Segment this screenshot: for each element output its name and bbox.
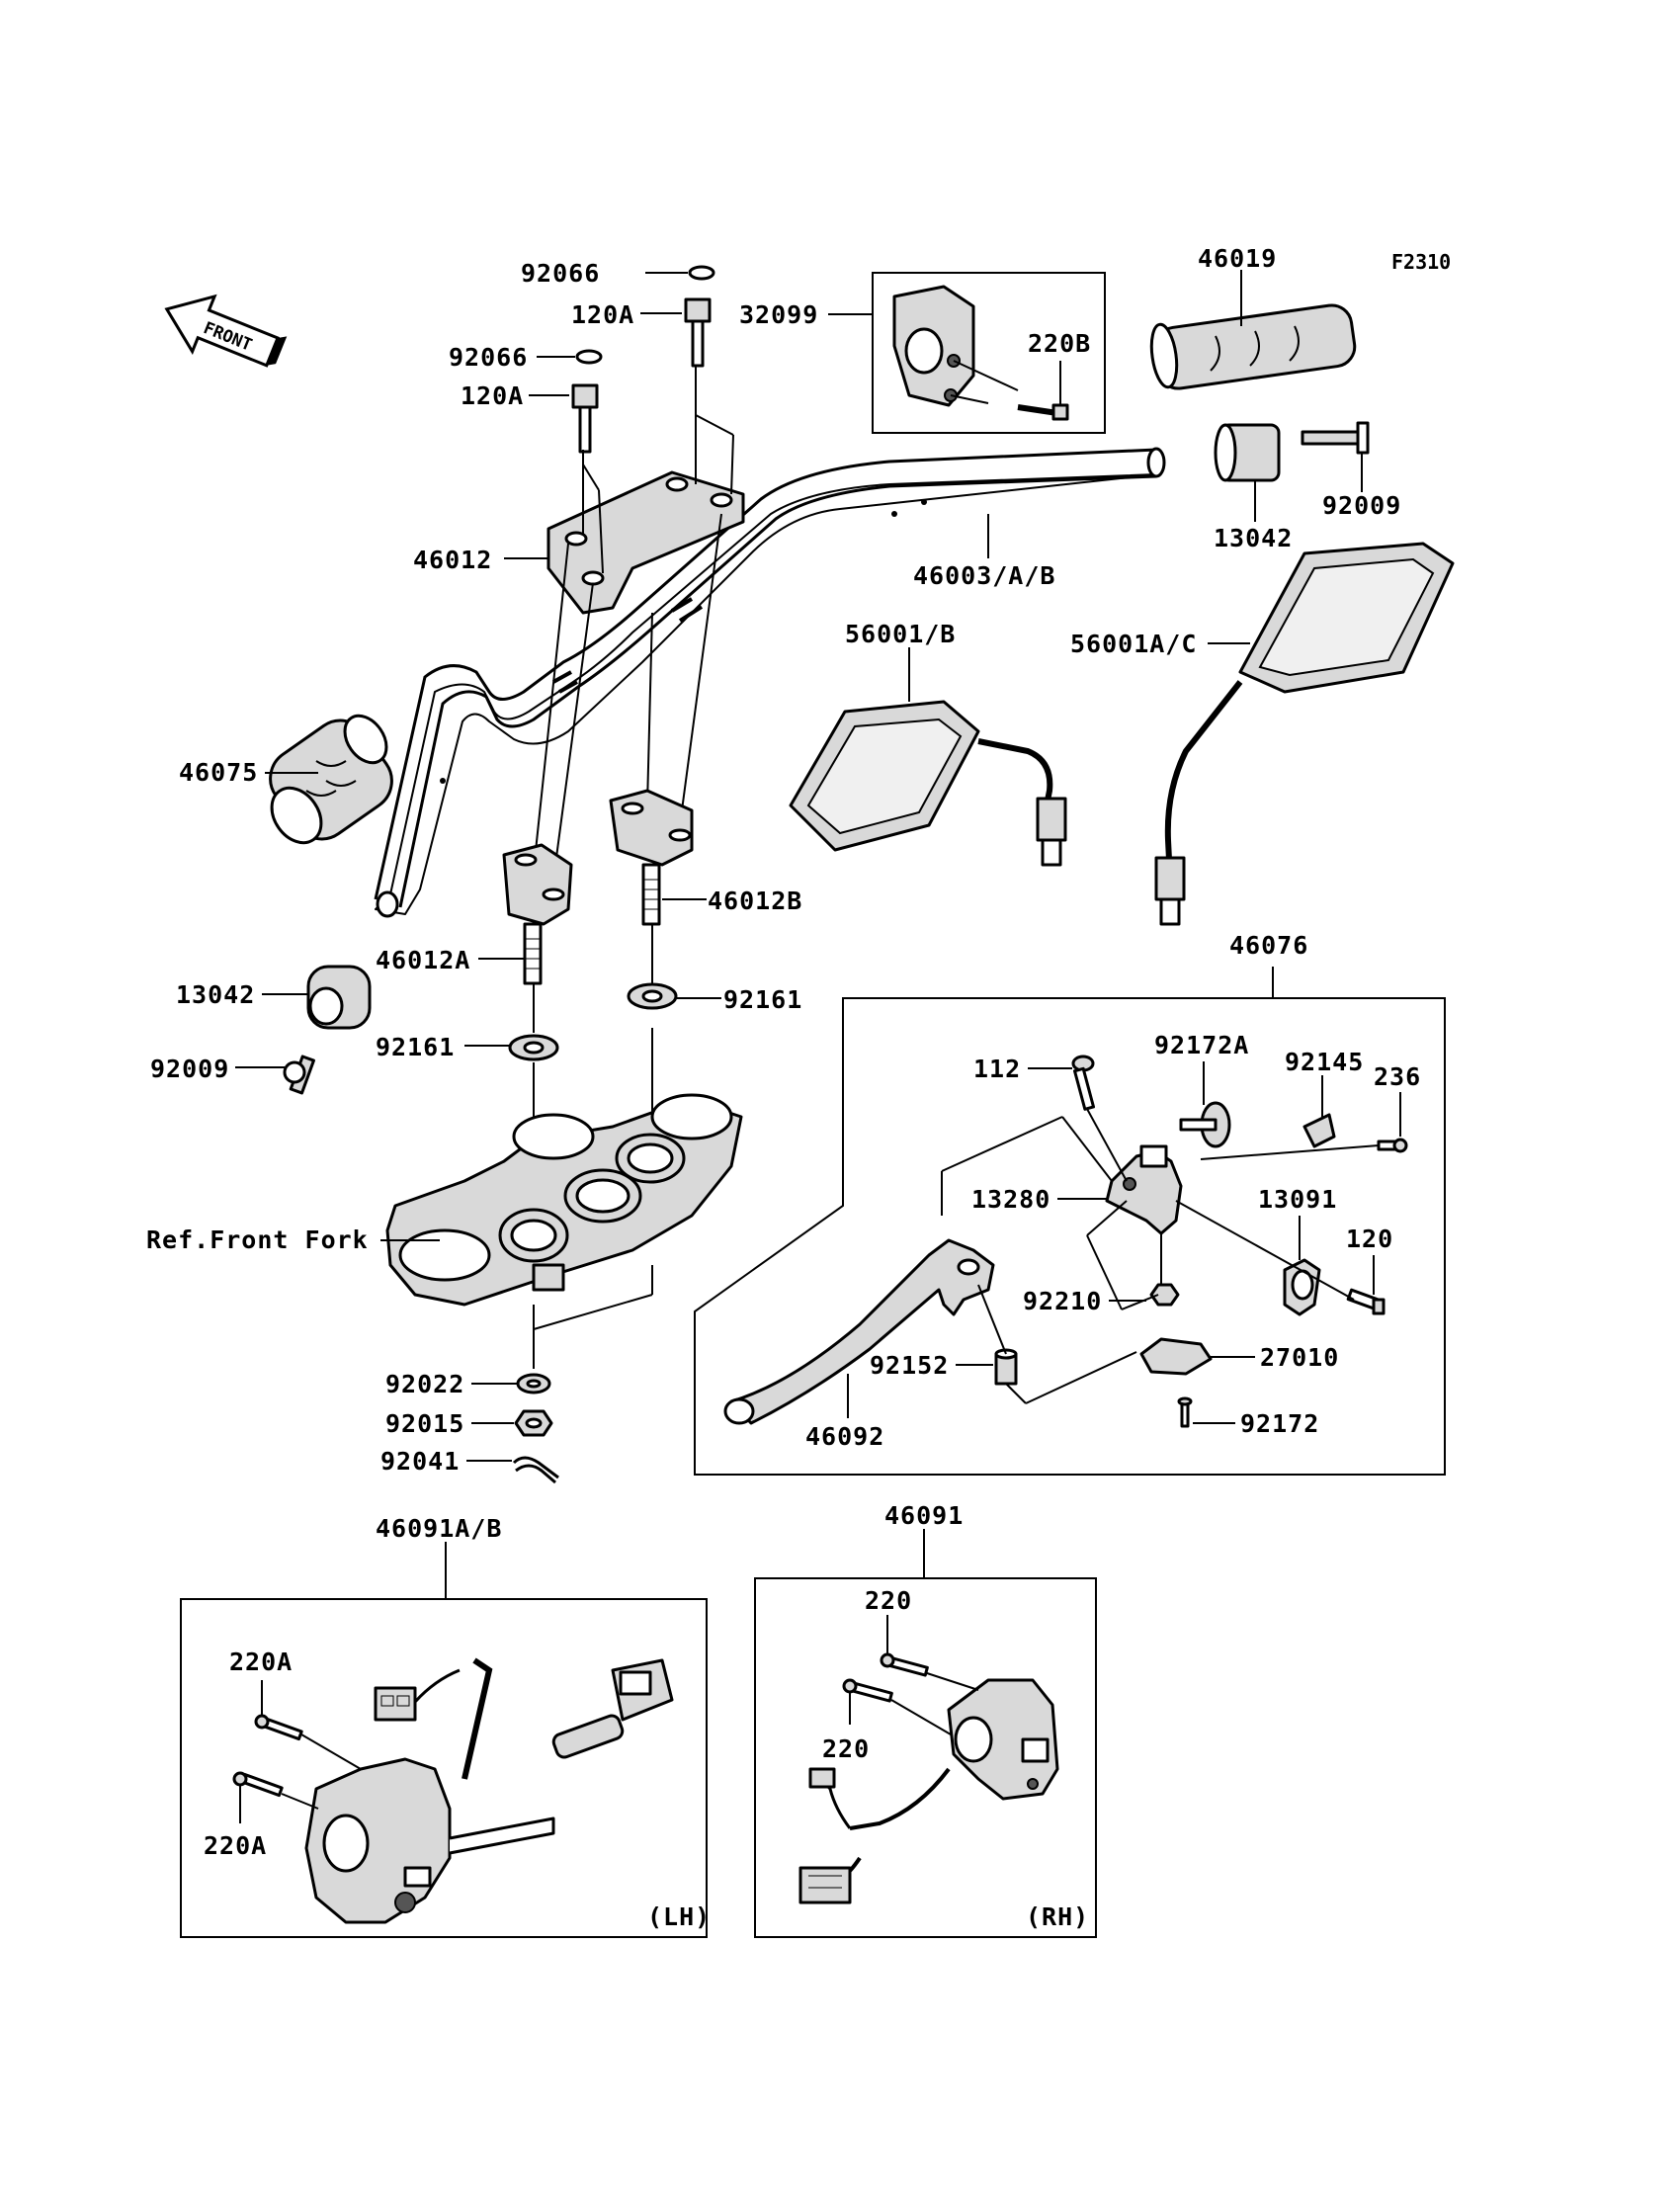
bolt-120A-top [684, 297, 712, 368]
front-arrow-icon: FRONT [164, 294, 288, 368]
box-46091-rh [754, 1577, 1097, 1938]
washer-92066-top [688, 265, 715, 281]
callout-46012A: 46012A [376, 946, 470, 974]
upper-triple-clamp [385, 1093, 743, 1307]
washer-92161-left [508, 1034, 559, 1061]
box-46091AB-lh [180, 1598, 708, 1938]
screw-236 [1377, 1138, 1408, 1153]
washer-92022 [516, 1373, 551, 1394]
callout-46076: 46076 [1229, 931, 1308, 960]
callout-27010: 27010 [1260, 1343, 1339, 1372]
lever-46092 [723, 1238, 995, 1425]
callout-46092: 46092 [805, 1422, 884, 1451]
callout-92161-left: 92161 [376, 1033, 455, 1061]
screw-92172 [1177, 1396, 1193, 1428]
nut-92015 [514, 1409, 553, 1437]
callout-92172A: 92172A [1154, 1031, 1249, 1059]
callout-92210: 92210 [1023, 1287, 1102, 1315]
clamp-13091 [1283, 1258, 1321, 1316]
washer-92161-right [627, 982, 678, 1010]
box-46076 [694, 997, 1446, 1476]
bolt-112 [1071, 1055, 1096, 1111]
callout-92145: 92145 [1285, 1048, 1364, 1076]
bolt-120A-mid [571, 383, 599, 454]
adjuster-92172A [1179, 1101, 1231, 1148]
lower-holder-46012B [609, 789, 694, 926]
screw-220B [1017, 403, 1069, 421]
side-label-rh: (RH) [1026, 1902, 1089, 1931]
switch-housing-lh [304, 1657, 674, 1924]
grip-46075-left [269, 714, 393, 845]
screw-220A-upper [254, 1714, 303, 1741]
callout-92009-right: 92009 [1322, 491, 1401, 520]
collar-92152 [994, 1348, 1018, 1386]
screw-92009-left [283, 1055, 315, 1095]
callout-46012: 46012 [413, 546, 492, 574]
callout-92172: 92172 [1240, 1409, 1319, 1438]
screw-220-lower [842, 1678, 893, 1703]
callout-220A-2: 220A [204, 1831, 267, 1860]
box-32099 [872, 272, 1106, 434]
screw-220-upper [880, 1652, 929, 1677]
callout-92041: 92041 [380, 1447, 460, 1476]
nut-92210 [1149, 1283, 1180, 1307]
bolt-120 [1346, 1288, 1386, 1315]
screw-220A-lower [232, 1771, 284, 1798]
callout-220B: 220B [1028, 329, 1091, 358]
callout-220A-1: 220A [229, 1648, 293, 1676]
side-label-lh: (LH) [647, 1902, 711, 1931]
bracket-92145 [1302, 1113, 1336, 1148]
callout-112: 112 [973, 1055, 1021, 1083]
washer-92066-mid [575, 349, 603, 365]
switch-housing-rh [798, 1678, 1059, 1904]
callout-92022: 92022 [385, 1370, 464, 1398]
callout-13091: 13091 [1258, 1185, 1337, 1214]
throttle-housing-32099 [892, 285, 975, 407]
lever-holder-13280 [1105, 1144, 1183, 1235]
callout-46091: 46091 [884, 1501, 964, 1530]
callout-220-1: 220 [865, 1586, 912, 1615]
callout-220-2: 220 [822, 1734, 870, 1763]
bar-end-weight-13042-right [1214, 423, 1281, 482]
callout-92066-top: 92066 [521, 259, 600, 288]
figure-code: F2310 [1391, 250, 1451, 274]
callout-236: 236 [1374, 1062, 1421, 1091]
callout-92015: 92015 [385, 1409, 464, 1438]
handlebar-46003 [374, 447, 1166, 918]
bar-end-weight-13042-left [306, 965, 372, 1030]
screw-92009-right [1301, 421, 1370, 455]
ref-front-fork-label: Ref.Front Fork [146, 1225, 369, 1254]
callout-92009-left: 92009 [150, 1055, 229, 1083]
callout-120A-top: 120A [571, 300, 634, 329]
callout-13042-right: 13042 [1214, 524, 1293, 552]
callout-46091AB: 46091A/B [376, 1514, 502, 1543]
callout-46019: 46019 [1198, 244, 1277, 273]
callout-13280: 13280 [971, 1185, 1050, 1214]
callout-46003: 46003/A/B [913, 561, 1055, 590]
mirror-56001B [789, 700, 1067, 867]
callout-120: 120 [1346, 1225, 1393, 1253]
grip-46019-right [1149, 303, 1357, 390]
switch-27010 [1139, 1337, 1213, 1376]
callout-32099: 32099 [739, 300, 818, 329]
callout-92152: 92152 [870, 1351, 949, 1380]
callout-92066-mid: 92066 [449, 343, 528, 372]
pin-92041 [512, 1456, 559, 1484]
mirror-56001AC [1154, 542, 1455, 926]
callout-56001B: 56001/B [845, 620, 956, 648]
callout-56001AC: 56001A/C [1070, 630, 1197, 658]
callout-46075: 46075 [179, 758, 258, 787]
callout-92161-right: 92161 [723, 985, 802, 1014]
callout-46012B: 46012B [708, 887, 802, 915]
callout-13042-left: 13042 [176, 980, 255, 1009]
callout-120A-mid: 120A [461, 381, 524, 410]
lower-holder-46012A [502, 843, 573, 985]
